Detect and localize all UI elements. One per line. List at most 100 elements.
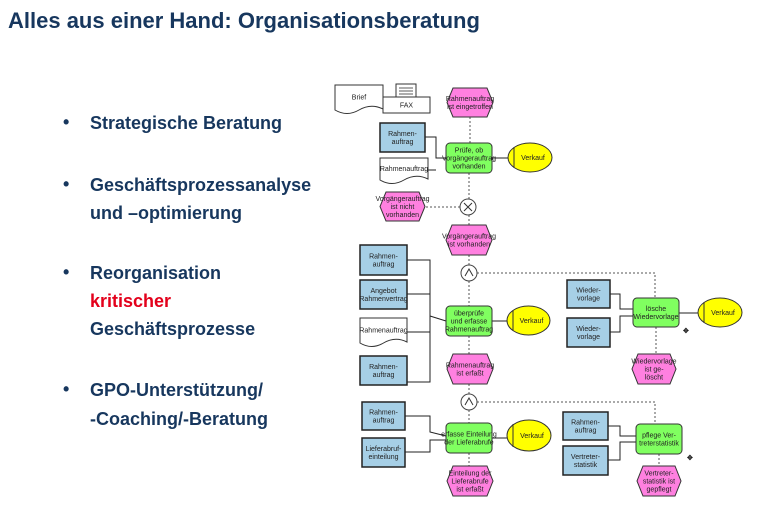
node-label: Verkauf <box>520 433 544 440</box>
page-title: Alles aus einer Hand: Organisationsberat… <box>8 8 480 33</box>
node-label-line: Rahmen- <box>369 364 398 371</box>
bullet-marker: • <box>63 379 70 399</box>
info-object-shape <box>359 279 408 310</box>
node-label-line: Rahmen- <box>571 420 600 427</box>
node-label-line: ist erfaßt <box>456 371 483 378</box>
data-flow-connector <box>610 315 633 333</box>
node-label-line: statistik <box>574 462 598 469</box>
node-label-line: ist nicht <box>391 204 415 211</box>
and-connector-icon <box>460 264 478 282</box>
node-label-line: auftrag <box>373 262 395 269</box>
node-label-line: Verkauf <box>521 155 545 162</box>
document-shape <box>359 317 408 347</box>
node-label: Rahmen-auftrag <box>388 131 417 146</box>
bullet-text: GPO-Unterstützung/ <box>90 380 263 400</box>
node-label-line: Vorgängerauftrag <box>442 156 496 163</box>
node-label: Rahmenauftrag <box>380 166 428 173</box>
node-label: Rahmen-auftrag <box>369 364 398 379</box>
node-label-line: der Lieferabrufe <box>444 440 494 447</box>
bullet-text: -Coaching/-Beratung <box>90 409 268 429</box>
info-object-shape <box>361 401 406 431</box>
node-label-line: vorlage <box>577 334 600 341</box>
node-label: FAX <box>400 103 414 110</box>
event-shape <box>379 191 426 222</box>
bullet-text: Strategische Beratung <box>90 113 283 133</box>
node-label-line: auftrag <box>373 418 395 425</box>
node-label-line: statistik ist <box>643 479 675 486</box>
node-label: Wieder-vorlage <box>576 288 601 303</box>
node-label: Verkauf <box>711 310 735 317</box>
data-flow-connector <box>425 136 446 159</box>
node-label-line: ist eingetroffen <box>447 104 493 111</box>
function-shape <box>445 142 493 174</box>
function-shape <box>635 423 683 455</box>
bullet-text: Geschäftsprozessanalyse <box>90 175 312 195</box>
node-label-line: Vertreter- <box>571 454 601 461</box>
data-flow-connector <box>405 415 447 437</box>
org-unit-shape <box>507 142 553 173</box>
function-shape <box>445 422 493 454</box>
info-object-shape <box>359 355 408 386</box>
bullet-text: Geschäftsprozesse <box>90 319 256 339</box>
node-label-line: auftrag <box>392 139 414 146</box>
event-shape <box>631 353 677 385</box>
node-label: Verkauf <box>520 318 544 325</box>
function-shape <box>445 305 493 337</box>
node-label: pflege Ver-treterstatistik <box>639 433 679 448</box>
node-label-line: ist vorhanden <box>448 242 490 249</box>
event-shape <box>446 465 494 497</box>
node-label-line: Rahmenvertrag <box>359 296 407 303</box>
node-label-line: vorlage <box>577 296 600 303</box>
node-label-line: Rahmenauftrag <box>445 327 493 334</box>
node-label-line: erfasse Einteilung <box>441 432 497 439</box>
node-label-line: auftrag <box>575 428 597 435</box>
document-shape <box>379 157 429 184</box>
node-label-line: Vorgängerauftrag <box>375 196 429 203</box>
node-label: Verkauf <box>521 155 545 162</box>
org-unit-shape <box>697 297 743 328</box>
node-label-line: vorhanden <box>386 212 419 219</box>
node-label-line: Einteilung der <box>449 471 492 478</box>
data-flow-connector <box>608 441 636 461</box>
node-label-line: Wiedervorlage <box>631 359 676 366</box>
node-label-line: Wiedervorlage <box>633 314 678 321</box>
function-shape <box>632 297 680 328</box>
node-label-line: Lieferabruf- <box>366 446 402 453</box>
node-label: Lieferabruf-einteilung <box>366 446 402 461</box>
node-label-line: treterstatistik <box>639 441 679 448</box>
node-label-line: vorhanden <box>452 164 485 171</box>
info-object-shape <box>562 411 609 441</box>
node-label-line: Verkauf <box>520 433 544 440</box>
data-flow-connector <box>610 293 633 310</box>
node-label: Rahmen-auftrag <box>369 254 398 269</box>
node-label: Brief <box>352 95 366 102</box>
node-label-line: überprüfe <box>454 311 484 318</box>
xor-cross-mark <box>463 202 473 212</box>
node-label-line: und erfasse <box>451 319 488 326</box>
expand-plus-icon: ✥ <box>683 327 689 335</box>
bullet-text: Reorganisation <box>90 263 222 283</box>
node-label-line: Wieder- <box>576 326 601 333</box>
node-label-line: Lieferabrufe <box>451 479 488 486</box>
event-shape <box>445 224 493 256</box>
node-label-line: Vertreter- <box>644 471 674 478</box>
node-label-line: FAX <box>400 103 414 110</box>
node-label-line: ist erfaßt <box>456 487 483 494</box>
info-object-shape <box>359 244 408 276</box>
info-object-shape <box>562 445 609 476</box>
node-label-line: Rahmenauftrag <box>359 328 407 335</box>
node-label-line: pflege Ver- <box>642 433 677 440</box>
bullet-text: und –optimierung <box>90 203 242 223</box>
data-flow-connector <box>405 439 446 453</box>
node-label: Rahmenauftrag <box>359 328 407 335</box>
